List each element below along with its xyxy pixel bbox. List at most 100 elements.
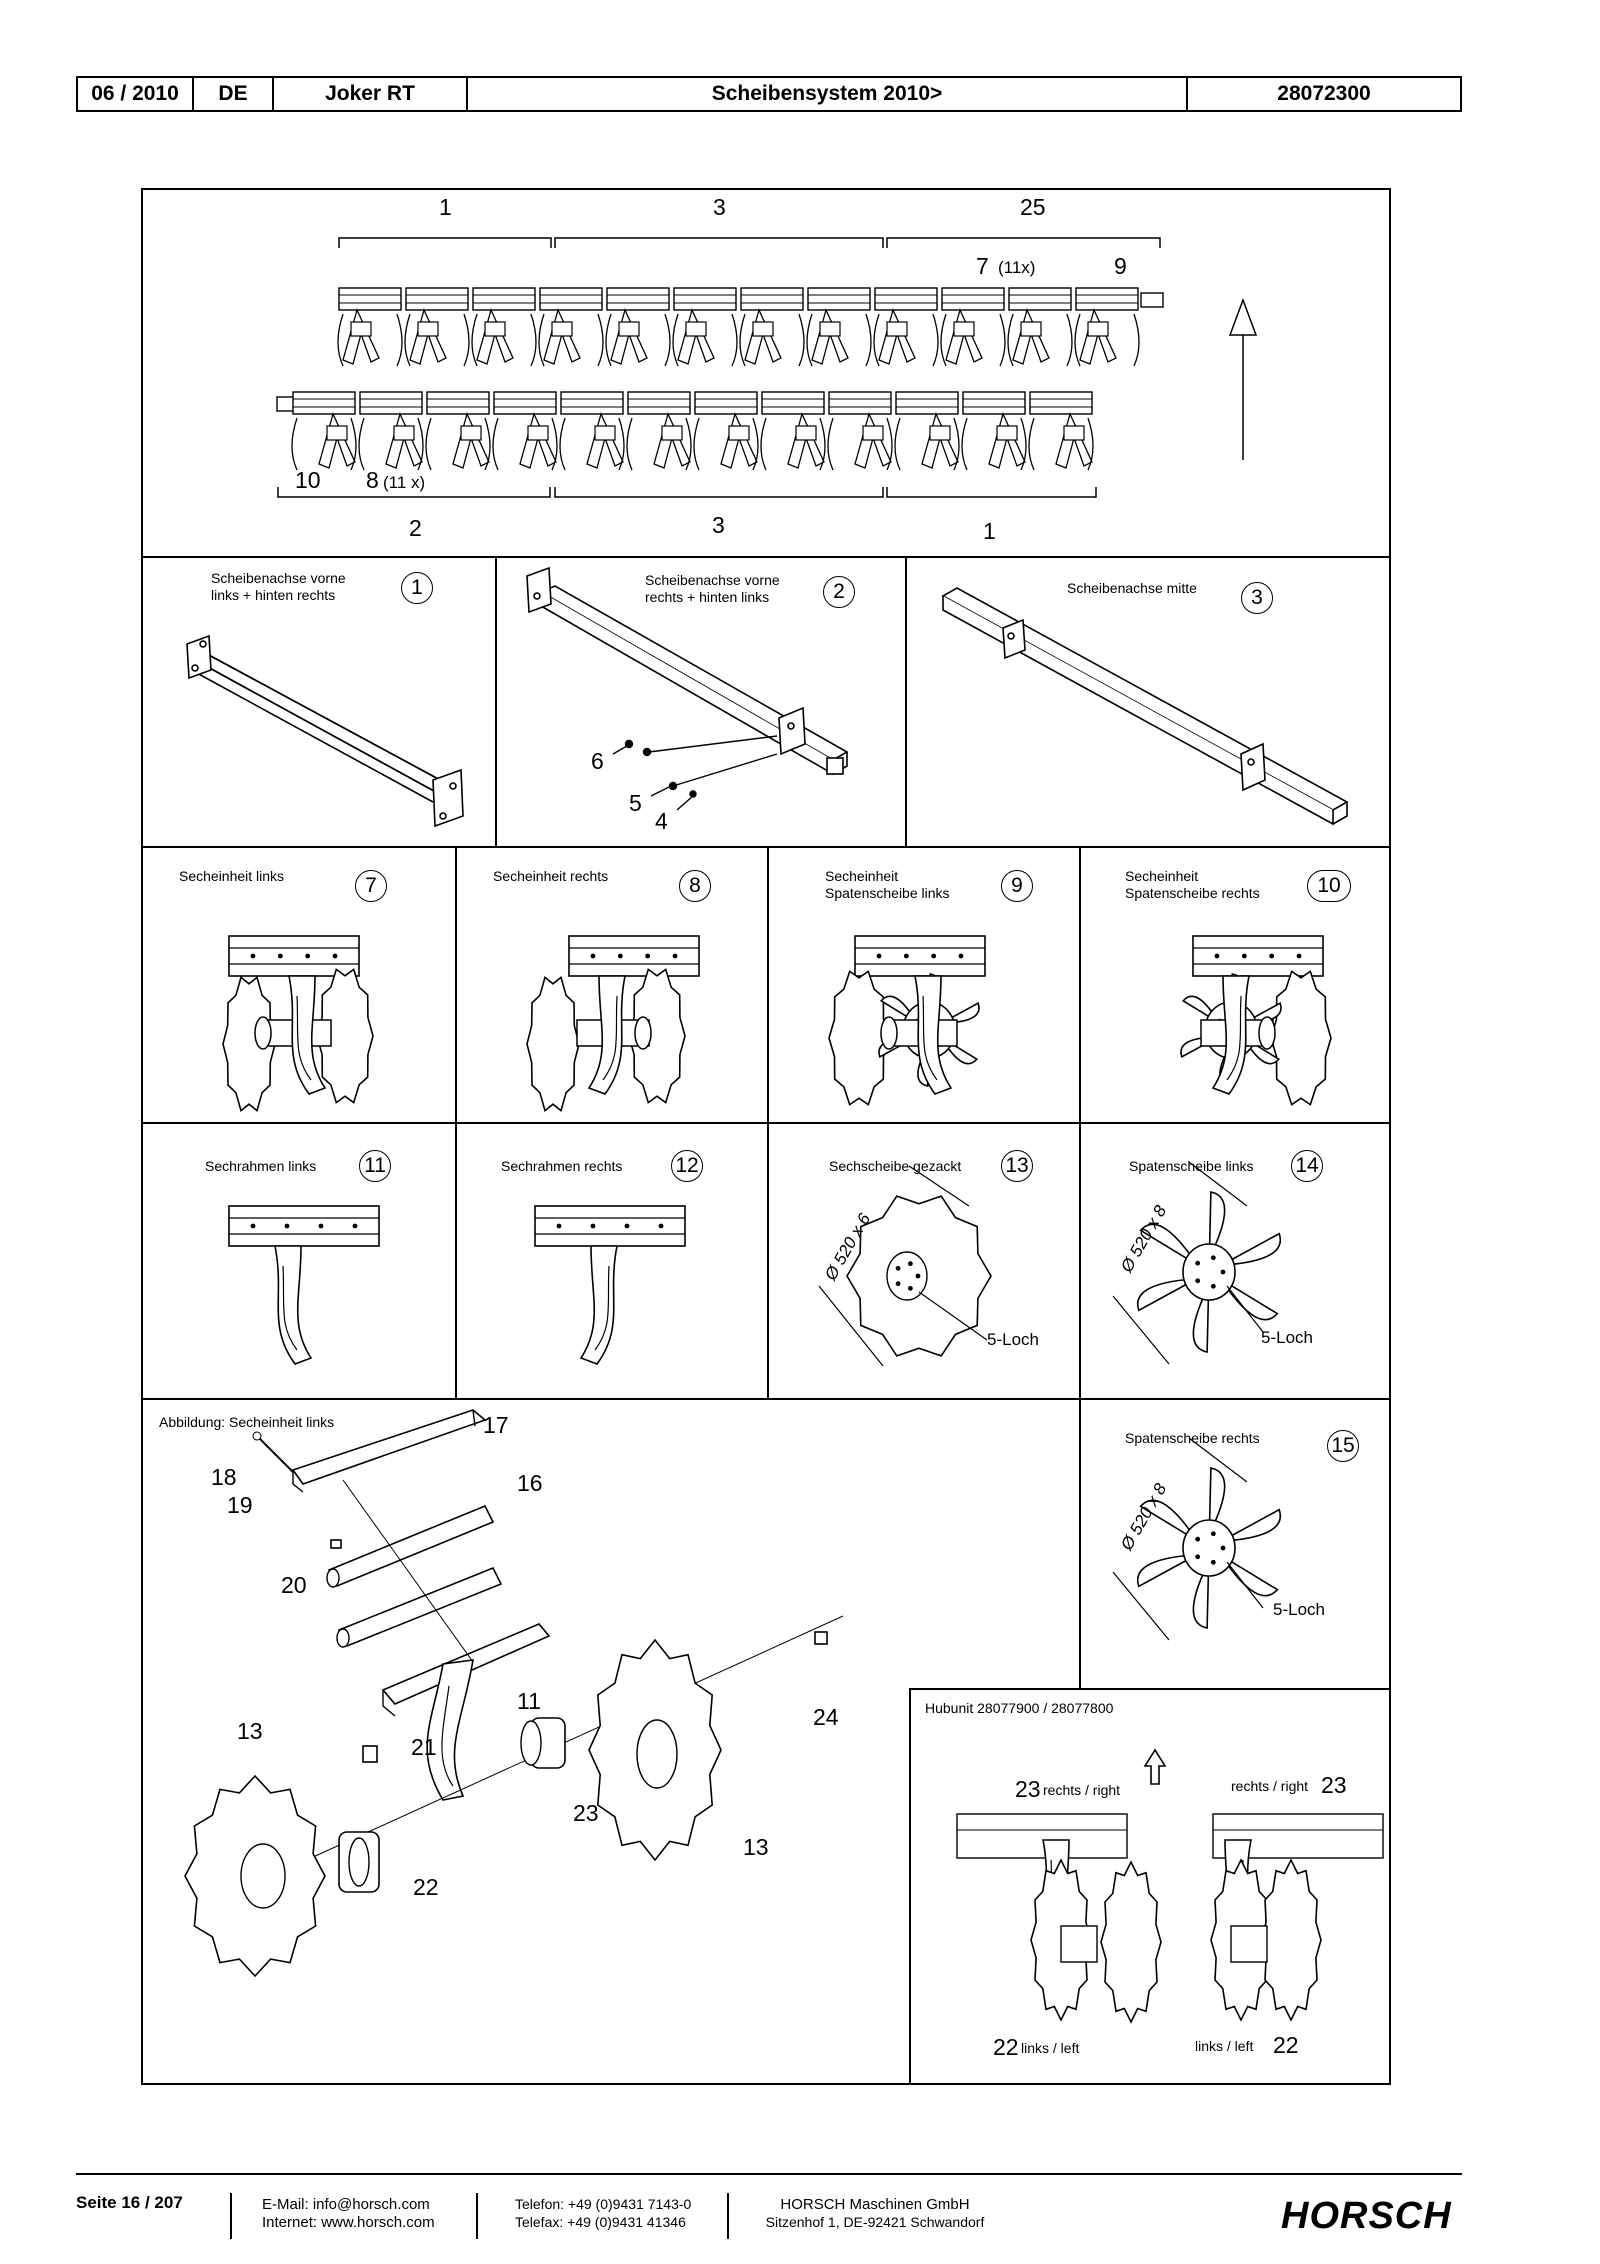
caption-spade-15: Spatenscheibe rechts bbox=[1125, 1430, 1260, 1446]
overview-drawing bbox=[276, 237, 1258, 498]
caption-axle-2: Scheibenachse vorne rechts + hinten link… bbox=[645, 572, 780, 605]
header-partno: 28072300 bbox=[1277, 82, 1371, 105]
hub-23-left-text: rechts / right bbox=[1043, 1782, 1121, 1798]
unit-9-drawing bbox=[828, 935, 986, 1106]
label-8: 8 bbox=[366, 467, 379, 493]
hub-23-right-text: rechts / right bbox=[1231, 1778, 1309, 1794]
footer-rule bbox=[76, 2173, 1462, 2175]
cell-unit-7: Secheinheit links 7 bbox=[143, 846, 455, 1122]
cell-axle-2: Scheibenachse vorne rechts + hinten link… bbox=[495, 556, 905, 846]
cell-spade-14: Spatenscheibe links 14 Ø 520 x 8 5-Loch bbox=[1079, 1122, 1389, 1398]
label-11x-bottom: (11 x) bbox=[383, 473, 426, 492]
label-bottom-2: 2 bbox=[409, 515, 422, 541]
part-11: 11 bbox=[517, 1688, 541, 1714]
caption-hubunit: Hubunit 28077900 / 28077800 bbox=[925, 1700, 1114, 1716]
hole-15: 5-Loch bbox=[1273, 1600, 1325, 1619]
part-21: 21 bbox=[411, 1734, 437, 1760]
footer-email[interactable]: E-Mail: info@horsch.com bbox=[262, 2196, 430, 2213]
hub-23-right: 23 bbox=[1321, 1772, 1347, 1798]
label-bottom-3: 3 bbox=[712, 512, 725, 538]
part-13-right: 13 bbox=[743, 1834, 769, 1860]
callout-12: 12 bbox=[671, 1150, 703, 1182]
caption-unit-8: Secheinheit rechts bbox=[493, 868, 609, 884]
footer-separator bbox=[476, 2193, 478, 2239]
part-20: 20 bbox=[281, 1572, 307, 1598]
part-13-left: 13 bbox=[237, 1718, 263, 1744]
footer-company: HORSCH Maschinen GmbH bbox=[780, 2196, 970, 2213]
axle-front-left-drawing bbox=[186, 634, 464, 828]
footer-web[interactable]: Internet: www.horsch.com bbox=[262, 2214, 435, 2231]
footer-separator bbox=[230, 2193, 232, 2239]
cell-frame-12: Sechrahmen rechts 12 bbox=[455, 1122, 767, 1398]
cell-unit-10: Secheinheit Spatenscheibe rechts 10 bbox=[1079, 846, 1389, 1122]
header-title: Scheibensystem 2010> bbox=[468, 78, 1188, 110]
header-lang: DE bbox=[194, 78, 274, 110]
callout-1: 1 bbox=[401, 572, 433, 604]
cell-unit-8: Secheinheit rechts 8 bbox=[455, 846, 767, 1122]
caption-unit-10: Secheinheit Spatenscheibe rechts bbox=[1125, 868, 1260, 901]
callout-7: 7 bbox=[355, 870, 387, 902]
cell-axle-1: Scheibenachse vorne links + hinten recht… bbox=[143, 556, 495, 846]
caption-axle-1: Scheibenachse vorne links + hinten recht… bbox=[211, 570, 346, 603]
unit-8-drawing bbox=[526, 935, 700, 1112]
axle-middle-drawing bbox=[941, 587, 1349, 826]
parts-sheet: 1 3 25 7 (11x) 9 10 8 (11 x) 2 3 1 Schei… bbox=[141, 188, 1391, 2085]
callout-15: 15 bbox=[1327, 1430, 1359, 1462]
label-11x: (11x) bbox=[998, 258, 1036, 277]
part-18: 18 bbox=[211, 1464, 237, 1490]
part-17: 17 bbox=[483, 1412, 509, 1438]
label-10: 10 bbox=[295, 467, 321, 493]
footer-phone: Telefon: +49 (0)9431 7143-0 bbox=[515, 2196, 692, 2212]
hole-13: 5-Loch bbox=[987, 1330, 1039, 1349]
part-24: 24 bbox=[813, 1704, 839, 1730]
cell-disc-13: Sechscheibe gezackt 13 Ø 520 x 6 5-Loch bbox=[767, 1122, 1079, 1398]
part-22: 22 bbox=[413, 1874, 439, 1900]
hub-22-right-text: links / left bbox=[1195, 2038, 1254, 2054]
caption-unit-9: Secheinheit Spatenscheibe links bbox=[825, 868, 950, 901]
cell-spade-15: Spatenscheibe rechts 15 Ø 520 x 8 5-Loch bbox=[1079, 1398, 1389, 1688]
part-6: 6 bbox=[591, 748, 604, 774]
hub-23-left: 23 bbox=[1015, 1776, 1041, 1802]
part-4: 4 bbox=[655, 808, 668, 834]
hub-22-right: 22 bbox=[1273, 2032, 1299, 2058]
cell-exploded-view: Abbildung: Secheinheit links 17 18 19 16… bbox=[143, 1398, 1079, 2083]
spade-15-drawing bbox=[1112, 1437, 1282, 1641]
footer-page: Seite 16 / 207 bbox=[76, 2193, 183, 2212]
hub-22-left-text: links / left bbox=[1021, 2040, 1080, 2056]
cell-axle-3: Scheibenachse mitte 3 bbox=[905, 556, 1389, 846]
hubunit-drawing bbox=[956, 1748, 1384, 2024]
axle-front-right-drawing bbox=[526, 566, 849, 811]
header-date: 06 / 2010 bbox=[78, 78, 194, 110]
caption-unit-7: Secheinheit links bbox=[179, 868, 285, 884]
callout-9: 9 bbox=[1001, 870, 1033, 902]
spade-14-drawing bbox=[1112, 1161, 1282, 1365]
callout-11: 11 bbox=[359, 1150, 391, 1182]
frame-11-drawing bbox=[228, 1205, 380, 1365]
unit-7-drawing bbox=[222, 935, 374, 1112]
caption-exploded: Abbildung: Secheinheit links bbox=[159, 1414, 335, 1430]
disc-13-drawing bbox=[818, 1165, 992, 1367]
overview-diagram: 1 3 25 7 (11x) 9 10 8 (11 x) 2 3 1 bbox=[143, 190, 1389, 556]
caption-disc-13: Sechscheibe gezackt bbox=[829, 1158, 962, 1174]
part-5: 5 bbox=[629, 790, 642, 816]
callout-8: 8 bbox=[679, 870, 711, 902]
part-16: 16 bbox=[517, 1470, 543, 1496]
caption-frame-12: Sechrahmen rechts bbox=[501, 1158, 623, 1174]
footer-fax: Telefax: +49 (0)9431 41346 bbox=[515, 2214, 686, 2230]
callout-14: 14 bbox=[1291, 1150, 1323, 1182]
callout-2: 2 bbox=[823, 576, 855, 608]
caption-spade-14: Spatenscheibe links bbox=[1129, 1158, 1254, 1174]
footer-address: Sitzenhof 1, DE-92421 Schwandorf bbox=[765, 2214, 985, 2230]
label-9: 9 bbox=[1114, 253, 1127, 279]
part-23: 23 bbox=[573, 1800, 599, 1826]
footer-separator bbox=[727, 2193, 729, 2239]
cell-frame-11: Sechrahmen links 11 bbox=[143, 1122, 455, 1398]
caption-frame-11: Sechrahmen links bbox=[205, 1158, 317, 1174]
caption-axle-3: Scheibenachse mitte bbox=[1067, 580, 1197, 596]
label-bottom-1: 1 bbox=[983, 518, 996, 544]
label-7: 7 bbox=[976, 253, 989, 279]
header-model: Joker RT bbox=[274, 78, 468, 110]
unit-10-drawing bbox=[1180, 935, 1332, 1106]
horsch-logo: HORSCH bbox=[1281, 2195, 1452, 2237]
part-19: 19 bbox=[227, 1492, 253, 1518]
